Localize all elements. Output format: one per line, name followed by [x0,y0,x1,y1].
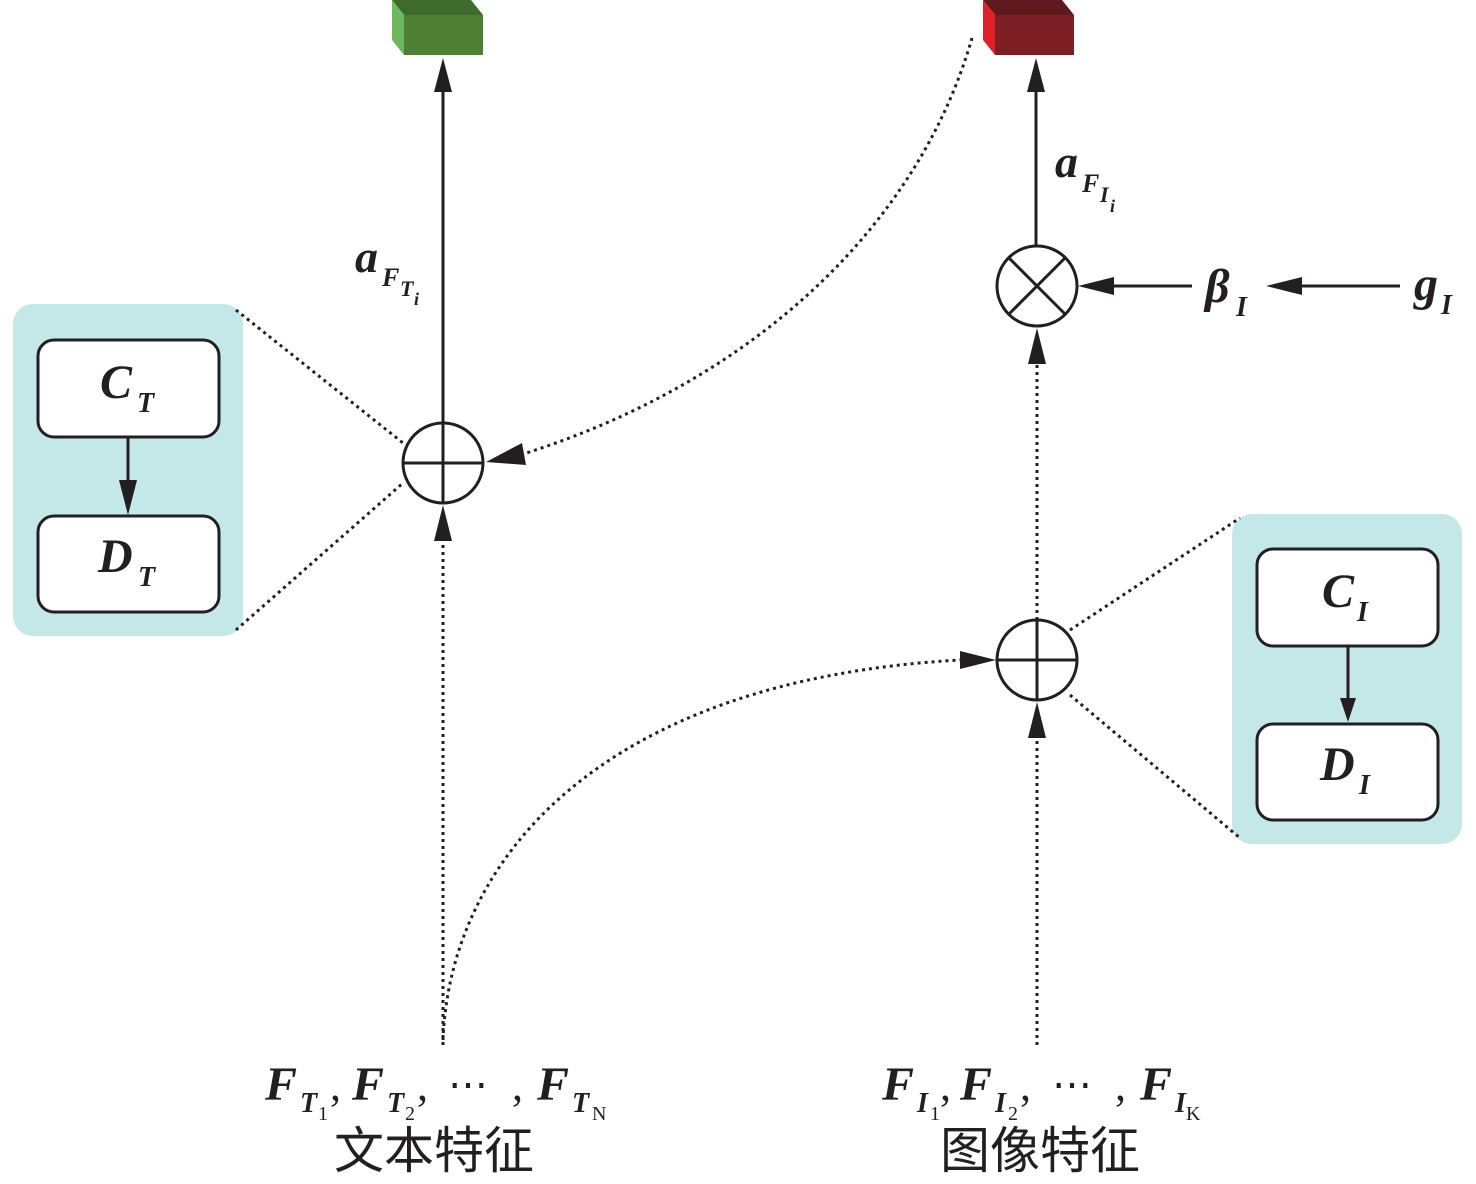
d-t-symbol: D [97,530,133,583]
text-to-image-curve [441,651,996,1041]
d-i-symbol: D [1319,738,1355,791]
image-output-arrow [1027,58,1045,246]
comma3: , [1115,1061,1126,1110]
f2: F [351,1058,384,1111]
a-symbol: a [355,231,378,282]
t2: T [387,1088,406,1119]
image-attention-module: C I D I [1069,514,1462,844]
d-t-sub: T [138,562,157,593]
green-cube-side [392,0,404,55]
text-features-caption: 文本特征 [334,1122,534,1180]
c-t-symbol: C [100,356,133,409]
ellipsis: ⋯ [1052,1062,1092,1107]
red-output-cube [983,0,1074,55]
text-sum-operator [401,421,485,505]
image-features-caption: 图像特征 [940,1122,1140,1180]
text-c-to-d-arrow [119,437,137,515]
text-features-label: F T 1 , F T 2 , ⋯ , F T N 文本特征 [264,1058,606,1180]
comma3: , [512,1061,523,1110]
g-sub: I [1440,290,1453,321]
text-module-connector-bottom [235,481,404,632]
sub-F: F [381,263,399,292]
text-c-box: C T [36,338,221,439]
comma2: , [1020,1061,1031,1110]
sub-I: I [1099,182,1110,207]
idx1: 1 [930,1103,940,1125]
image-module-connector-top [1069,516,1241,632]
beta-symbol: β [1203,260,1230,313]
tN: T [572,1088,591,1119]
attention-text-label: a F T i [355,231,419,309]
red-cube-side [983,0,995,55]
idx2: 2 [405,1103,415,1125]
attention-image-label: a F I i [1055,136,1115,216]
f1: F [264,1058,297,1111]
g-to-beta-arrow [1266,277,1400,295]
t1: T [300,1088,319,1119]
comma1: , [330,1061,341,1110]
green-output-cube [392,0,483,55]
image-features-label: F I 1 , F I 2 , ⋯ , F I K 图像特征 [881,1058,1201,1180]
comma2: , [417,1061,428,1110]
sub-i: i [1110,196,1115,216]
comma1: , [940,1061,951,1110]
c-i-symbol: C [1322,565,1355,618]
text-output-arrow [434,58,452,423]
idx2: 2 [1008,1103,1018,1125]
image-sum-to-product-arrow [1028,328,1046,620]
image-d-box: D I [1255,722,1440,822]
image-c-to-d-arrow [1340,646,1356,722]
sub-F: F [1081,169,1099,198]
idxN: N [592,1103,606,1125]
image-product-operator [995,244,1079,328]
g-label: g I [1413,258,1453,321]
beta-to-product-arrow [1078,277,1192,295]
c-t-sub: T [137,388,156,419]
text-features-to-sum-arrow [434,505,452,1045]
beta-label: β I [1203,260,1248,323]
red-cube-front [995,15,1074,55]
green-cube-top [392,0,483,15]
image-c-box: C I [1255,547,1440,648]
g-symbol: g [1413,258,1438,311]
i1: I [916,1088,929,1119]
beta-sub: I [1235,292,1248,323]
green-cube-front [404,15,483,55]
idx1: 1 [318,1103,328,1125]
text-d-box: D T [36,514,221,614]
ellipsis: ⋯ [448,1062,488,1107]
f1: F [881,1058,914,1111]
i2: I [994,1088,1007,1119]
image-module-connector-bottom [1069,693,1241,840]
red-cube-top [983,0,1074,15]
sub-i: i [414,289,419,309]
idxK: K [1186,1103,1201,1125]
image-to-text-curve [486,37,974,465]
f2: F [959,1058,992,1111]
d-i-sub: I [1358,770,1371,801]
iK: I [1174,1088,1187,1119]
image-features-to-sum-arrow [1028,702,1046,1045]
text-attention-module: C T D T [13,304,404,636]
a-symbol: a [1055,136,1078,187]
fK: F [1139,1058,1172,1111]
image-sum-operator [995,618,1079,702]
sub-T: T [400,276,415,301]
text-module-connector-top [235,308,404,445]
c-i-sub: I [1356,597,1369,628]
fN: F [536,1058,569,1111]
